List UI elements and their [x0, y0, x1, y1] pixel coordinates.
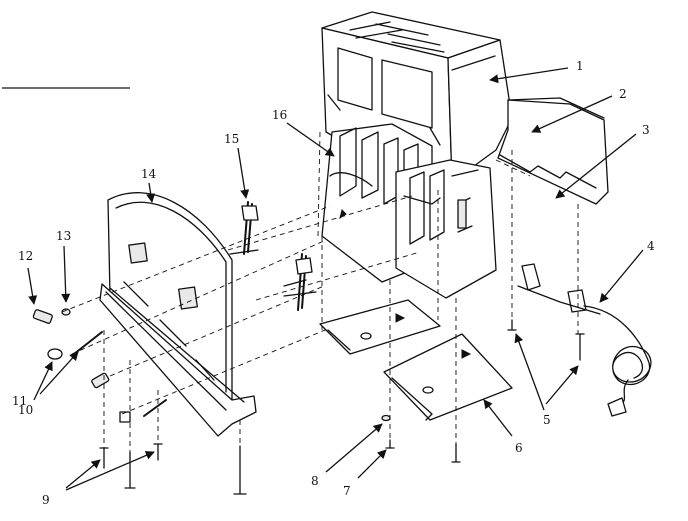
- part-rear-panel: [497, 97, 609, 205]
- callout-13: 13: [56, 229, 71, 243]
- part-inner-frame: [321, 123, 497, 299]
- callout-12: 12: [18, 249, 33, 263]
- callout-10: 10: [18, 403, 33, 417]
- part-front-panel: [99, 192, 257, 437]
- callout-7: 7: [343, 484, 351, 498]
- part-latch: [283, 253, 317, 311]
- part-lever: [229, 201, 259, 255]
- callout-14: 14: [141, 167, 157, 181]
- callout-leaders: [27, 67, 644, 491]
- part-power-cord: [517, 263, 652, 417]
- callout-15: 15: [224, 132, 239, 146]
- callout-16: 16: [272, 108, 287, 122]
- part-crumb-tray: [319, 299, 513, 421]
- callout-2: 2: [619, 87, 627, 101]
- callout-labels: 1 2 3 4 5 6 7 8 9 10 11 12 13 14 15 16: [12, 59, 655, 507]
- callout-5: 5: [543, 413, 551, 427]
- callout-3: 3: [642, 123, 650, 137]
- callout-4: 4: [647, 239, 655, 253]
- callout-11: 11: [12, 394, 27, 408]
- callout-1: 1: [576, 59, 584, 73]
- part-small-components: [32, 308, 585, 495]
- callout-8: 8: [311, 474, 319, 488]
- assembly-guidelines: [61, 131, 579, 452]
- callout-9: 9: [42, 493, 50, 507]
- callout-6: 6: [515, 441, 523, 455]
